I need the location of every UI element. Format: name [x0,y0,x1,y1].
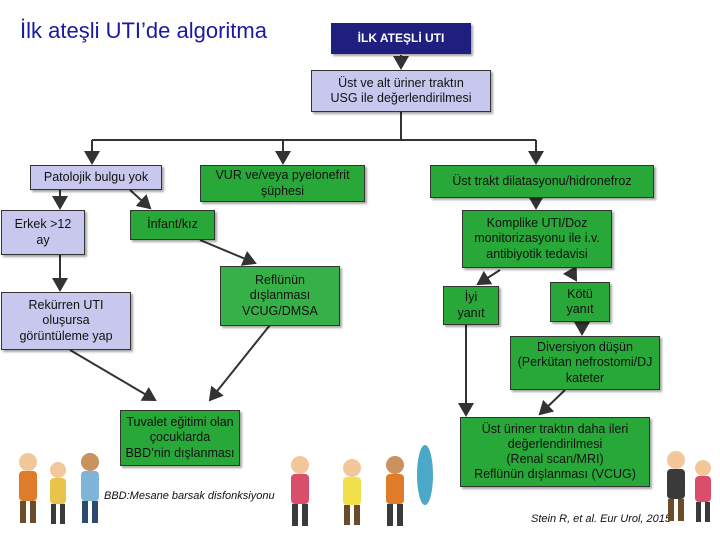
no-pathology-box: Patolojik bulgu yok [30,165,162,190]
citation: Stein R, et al. Eur Urol, 2015 [531,513,672,525]
reflux-exclusion-box: Reflünün dışlanması VCUG/DMSA [220,266,340,326]
page-title: İlk ateşli UTI’de algoritma [20,18,267,43]
poor-response-box: Kötü yanıt [550,282,610,322]
vur-pyelonephritis-box: VUR ve/veya pyelonefrit şüphesi [200,165,365,202]
first-febrile-uti-box: İLK ATEŞLİ UTI [331,23,471,54]
further-upper-tract-evaluation-box: Üst üriner traktın daha ileri değerlendi… [460,417,650,487]
complicated-uti-box: Komplike UTI/Doz monitorizasyonu ile i.v… [462,210,612,268]
male-over-12-months-box: Erkek >12 ay [1,210,85,255]
recurrent-uti-box: Rekürren UTI oluşursa görüntüleme yap [1,292,131,350]
infant-girl-box: İnfant/kız [130,210,215,240]
child-figure [19,453,37,523]
bbd-footnote: BBD:Mesane barsak disfonksiyonu [104,490,275,502]
good-response-box: İyi yanıt [443,286,499,325]
usg-evaluation-box: Üst ve alt üriner traktın USG ile değerl… [311,70,491,112]
bbd-exclusion-box: Tuvalet eğitimi olan çocuklarda BBD’nin … [120,410,240,466]
upper-tract-dilatation-box: Üst trakt dilatasyonu/hidronefroz [430,165,654,198]
diversion-box: Diversiyon düşün (Perkütan nefrostomi/DJ… [510,336,660,390]
